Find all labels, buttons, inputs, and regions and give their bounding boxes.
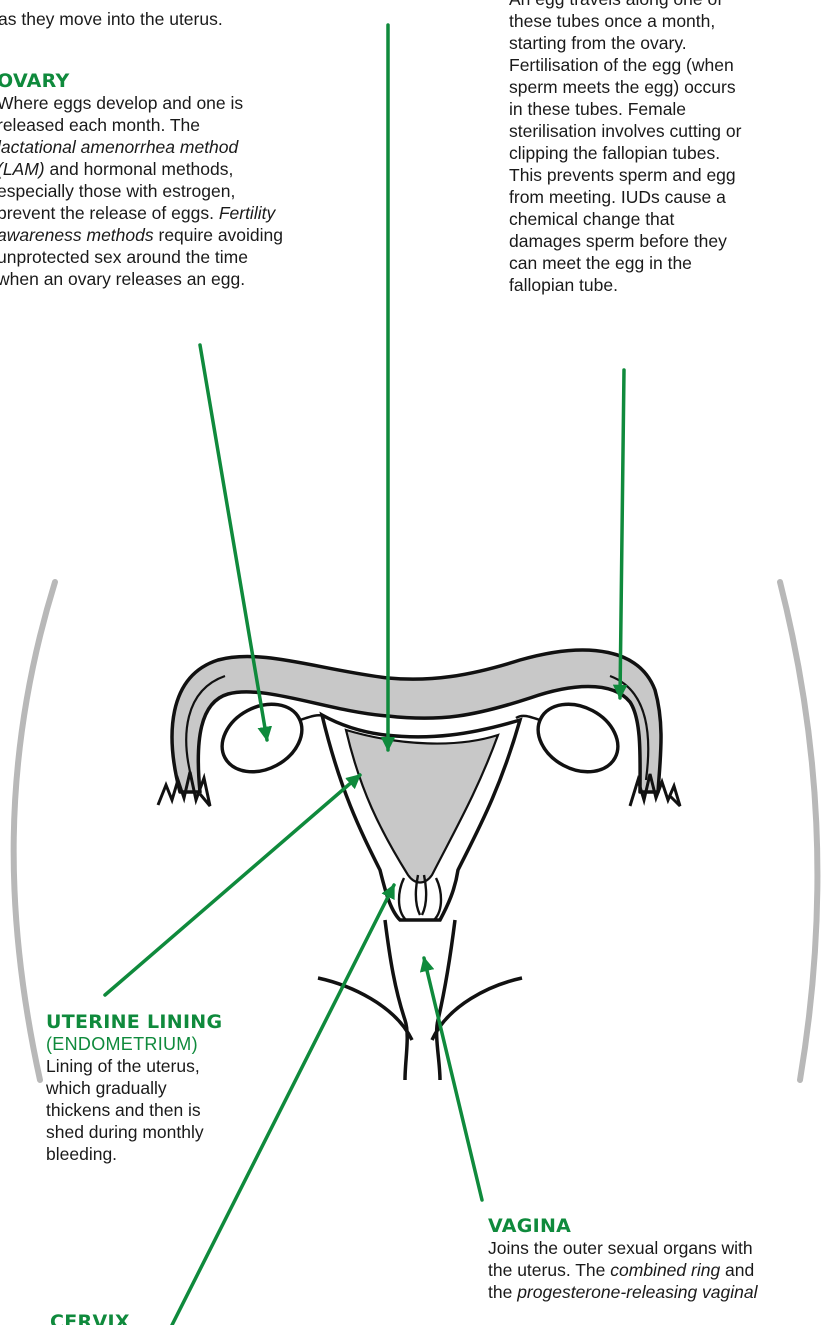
ovary-text-line: released each month. The bbox=[0, 114, 357, 136]
body-outline-right bbox=[780, 582, 817, 1080]
fallopian-text-line: in these tubes. Female bbox=[509, 98, 827, 120]
uterine-lining-text-line: shed during monthly bbox=[46, 1121, 286, 1143]
vagina-text: and bbox=[720, 1260, 754, 1280]
fallopian-text-line: sperm meets the egg) occurs bbox=[509, 76, 827, 98]
method-name: lactational amenorrhea method bbox=[0, 137, 238, 157]
method-name: (LAM) bbox=[0, 159, 45, 179]
cervix-heading: CERVIX bbox=[50, 1311, 130, 1325]
arrow-fallopian bbox=[620, 370, 624, 698]
ovary-text-line: lactational amenorrhea method bbox=[0, 136, 357, 158]
ovary-text-line: unprotected sex around the time bbox=[0, 246, 357, 268]
uterine-lining-section: UTERINE LINING (ENDOMETRIUM) Lining of t… bbox=[46, 1011, 286, 1165]
fallopian-text-line: clipping the fallopian tubes. bbox=[509, 142, 827, 164]
vagina-outline bbox=[385, 920, 455, 1080]
ovary-text-line: especially those with estrogen, bbox=[0, 180, 357, 202]
fallopian-text-line: damages sperm before they bbox=[509, 230, 827, 252]
uterine-lining-heading: UTERINE LINING bbox=[46, 1011, 286, 1033]
vagina-text-line: the uterus. The combined ring and bbox=[488, 1259, 827, 1281]
uterine-lining-text-line: bleeding. bbox=[46, 1143, 286, 1165]
labia-outline bbox=[318, 978, 522, 1040]
uterine-lining-text-line: thickens and then is bbox=[46, 1099, 286, 1121]
fallopian-text-line: chemical change that bbox=[509, 208, 827, 230]
ovary-text-line: Where eggs develop and one is bbox=[0, 92, 357, 114]
arrow-uterine-lining bbox=[105, 775, 360, 995]
ovary-text-line: prevent the release of eggs. Fertility bbox=[0, 202, 357, 224]
uterine-lining-text-line: Lining of the uterus, bbox=[46, 1055, 286, 1077]
fallopian-text-line: these tubes once a month, bbox=[509, 10, 827, 32]
ovary-text-line: when an ovary releases an egg. bbox=[0, 268, 357, 290]
ligament-left bbox=[300, 715, 324, 720]
ovary-section: OVARY Where eggs develop and one is rele… bbox=[0, 70, 357, 290]
ovary-text: require avoiding bbox=[154, 225, 283, 245]
method-name: progesterone-releasing vaginal bbox=[517, 1282, 757, 1302]
ovary-text-line: awareness methods require avoiding bbox=[0, 224, 357, 246]
uterus-text-fragment: as they move into the uterus. bbox=[0, 8, 223, 30]
ovary-text: prevent the release of eggs. bbox=[0, 203, 219, 223]
fallopian-text-line: Fertilisation of the egg (when bbox=[509, 54, 827, 76]
ovary-heading: OVARY bbox=[0, 70, 357, 92]
vagina-text-line: the progesterone-releasing vaginal bbox=[488, 1281, 827, 1303]
vagina-text: the bbox=[488, 1282, 517, 1302]
vagina-section: VAGINA Joins the outer sexual organs wit… bbox=[488, 1215, 827, 1303]
cervix-section: CERVIX bbox=[50, 1311, 130, 1325]
uterine-lining-subheading: (ENDOMETRIUM) bbox=[46, 1033, 286, 1055]
fallopian-text-line: fallopian tube. bbox=[509, 274, 827, 296]
method-name: combined ring bbox=[610, 1260, 720, 1280]
ovary-text: and hormonal methods, bbox=[45, 159, 234, 179]
fallopian-text-line: from meeting. IUDs cause a bbox=[509, 186, 827, 208]
method-name: Fertility bbox=[219, 203, 275, 223]
uterine-lining-text-line: which gradually bbox=[46, 1077, 286, 1099]
fallopian-text-line: can meet the egg in the bbox=[509, 252, 827, 274]
fallopian-tube-section: An egg travels along one of these tubes … bbox=[509, 0, 827, 296]
ovary-right bbox=[526, 691, 629, 785]
fallopian-text-line: sterilisation involves cutting or bbox=[509, 120, 827, 142]
fallopian-text-line: An egg travels along one of bbox=[509, 0, 827, 10]
body-outline-left bbox=[14, 582, 55, 1080]
arrow-vagina bbox=[424, 958, 482, 1200]
vagina-text: the uterus. The bbox=[488, 1260, 610, 1280]
method-name: awareness methods bbox=[0, 225, 154, 245]
vagina-text-line: Joins the outer sexual organs with bbox=[488, 1237, 827, 1259]
fallopian-text-line: This prevents sperm and egg bbox=[509, 164, 827, 186]
vagina-heading: VAGINA bbox=[488, 1215, 827, 1237]
uterus-text-line: as they move into the uterus. bbox=[0, 8, 223, 30]
ovary-text-line: (LAM) and hormonal methods, bbox=[0, 158, 357, 180]
fallopian-text-line: starting from the ovary. bbox=[509, 32, 827, 54]
